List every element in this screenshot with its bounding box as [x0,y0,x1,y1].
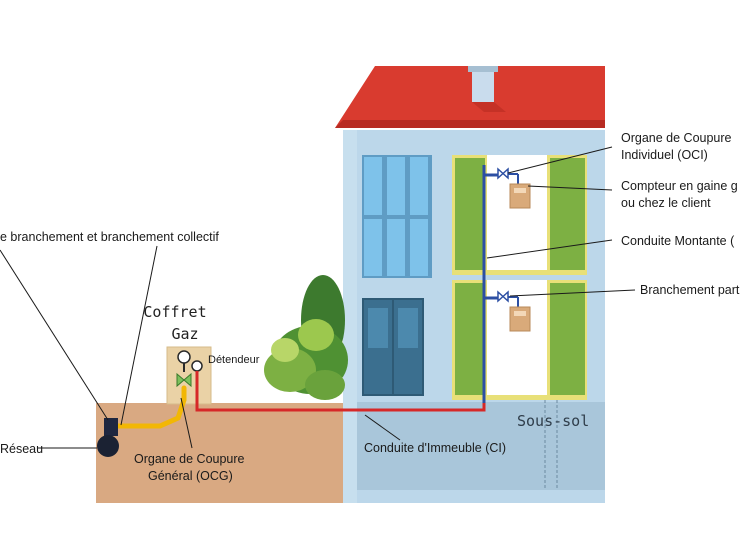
leader-lines [0,146,636,449]
ocg-valve-icon [176,372,192,388]
label-detendeur: Détendeur [208,354,260,366]
label-oci-line2: Individuel (OCI) [621,148,708,162]
label-compteur-line2: ou chez le client [621,196,711,210]
label-branchement-particulier: Branchement part [640,283,740,297]
gas-pipe-red [195,371,486,412]
label-oci-line1: Organe de Coupure [621,131,732,145]
pressure-gauge-icon [191,360,203,372]
label-conduite-montante: Conduite Montante ( [621,234,735,248]
entrance-door [362,298,424,396]
oci-valve-upper [497,167,509,180]
building-wall-shade [343,130,357,503]
roof [335,66,605,128]
network-tee [104,418,118,436]
gas-meter-upper [509,183,531,209]
label-sous-sol: Sous-sol [517,412,590,430]
roof-shadow [335,120,605,128]
chimney-cap [468,66,498,72]
gas-meter-lower [509,306,531,332]
gas-pipe-yellow [115,385,187,429]
apartment-lower [452,280,587,400]
bush [264,275,348,400]
label-ocg-line1: Organe de Coupure [134,452,245,466]
label-gaz: Gaz [171,325,199,343]
label-compteur-line1: Compteur en gaine g [621,179,738,193]
label-ocg-line2: Général (OCG) [148,469,233,483]
chimney-shadow [472,102,506,112]
label-conduite-immeuble: Conduite d'Immeuble (CI) [364,441,507,455]
gas-meter-window [514,188,526,193]
chimney [472,68,494,102]
ground [96,403,348,503]
oci-valve-lower [497,290,509,303]
label-coffret: Coffret [143,303,207,321]
gas-meter-window [514,311,526,316]
basement [357,402,605,490]
label-branchement-collectif: e branchement et branchement collectif [0,230,219,244]
apartment-upper [452,155,587,275]
label-reseau: Réseau [0,442,44,456]
detendeur-icon [177,350,191,364]
upper-windows [362,155,432,278]
network-main-pipe [97,435,119,457]
